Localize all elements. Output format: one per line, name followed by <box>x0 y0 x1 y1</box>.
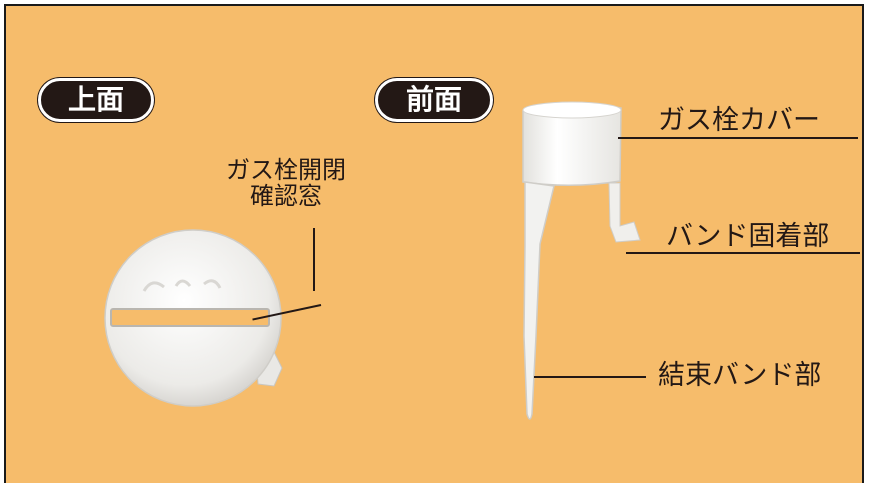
window-label-line2: 確認窓 <box>250 182 322 210</box>
top-view-title: 上面 <box>67 83 124 116</box>
cover-label: ガス栓カバー <box>658 105 820 136</box>
tie-band-label: 結束バンド部 <box>658 360 822 391</box>
front-view-title: 前面 <box>405 83 462 116</box>
cover-leader <box>618 137 858 139</box>
tie-band-leader <box>534 376 646 378</box>
top-view-part <box>104 229 283 407</box>
window-label-line1: ガス栓開閉 <box>226 156 346 184</box>
diagram-panel: 上面 前面 ガス栓開閉 確認窓 ガス栓カバー バンド固着部 結束バンド部 <box>4 4 864 483</box>
band-holder-label: バンド固着部 <box>666 221 830 252</box>
window-leader-vertical <box>313 228 315 291</box>
band-holder-leader <box>626 252 860 254</box>
front-view-part <box>522 101 641 420</box>
window-callout-label: ガス栓開閉 確認窓 <box>220 157 352 209</box>
top-view-badge: 上面 <box>38 78 154 122</box>
product-illustration <box>104 101 641 420</box>
front-view-badge: 前面 <box>375 78 493 122</box>
